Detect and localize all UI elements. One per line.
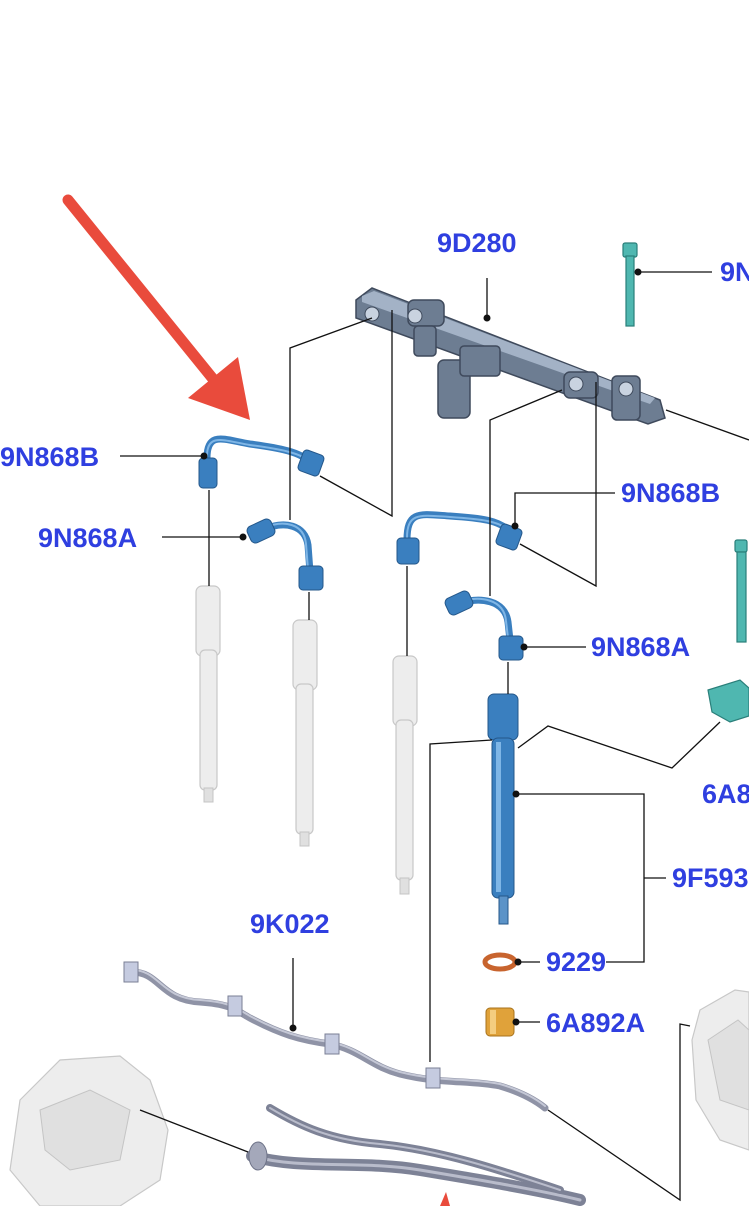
label-bolt-top-right: 9N [720,257,749,287]
ghost-engine-right [691,989,749,1151]
lower-fuel-lines [246,1104,586,1206]
label-pipe-right-b: 9N868B [621,478,720,508]
pipe-right-b [396,511,523,565]
ghost-injector-3 [392,655,418,895]
sleeve [485,1007,515,1037]
fuel-rail [355,287,666,425]
ghost-injector-2 [292,619,318,847]
ghost-injector-1 [195,585,221,803]
label-injector: 9F593 [672,863,749,893]
red-arrow-icon [62,194,250,420]
highlighted-injector [487,693,519,925]
label-pipe-right-a: 9N868A [591,632,690,662]
part-labels: 9D280 9N 9N868B 9N868A 9N868B 9N868A 6A8… [0,228,749,1038]
return-hose [123,961,549,1112]
pipe-right-a [444,590,524,661]
bolt-top-right [622,242,638,327]
label-sleeve: 6A892A [546,1008,645,1038]
red-tip-fragment [440,1192,450,1206]
label-washer: 9229 [546,947,606,977]
label-pipe-left-a: 9N868A [38,523,137,553]
bracket-right [707,539,749,723]
label-return-hose: 9K022 [250,909,330,939]
pipe-left-b [198,435,325,489]
label-pipe-left-b: 9N868B [0,442,99,472]
pipe-left-a [246,518,324,591]
label-bracket-right: 6A8 [702,779,749,809]
leader-lines [120,268,749,1202]
washer [482,952,518,972]
label-fuel-rail: 9D280 [437,228,517,258]
ghost-engine-left [9,1055,169,1206]
